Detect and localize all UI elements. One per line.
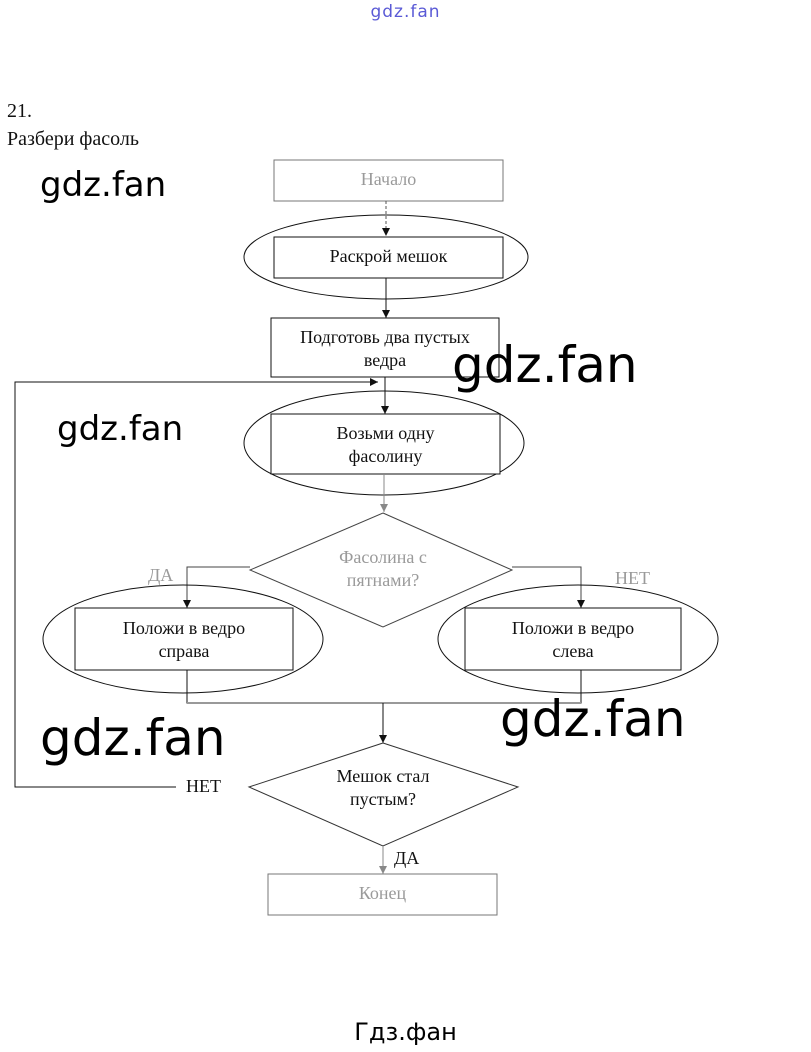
loop-back-line — [14, 381, 378, 788]
put-left-ellipse — [437, 584, 719, 694]
put-right-line1: Положи в ведро — [122, 618, 246, 638]
watermark-1: gdz.fan — [40, 165, 167, 205]
prepare-label-line2: ведра — [363, 350, 407, 370]
put-left-box — [464, 607, 682, 671]
decision-empty-line2: пустым? — [350, 789, 416, 809]
loop-no-label: НЕТ — [186, 776, 221, 796]
watermark-3: gdz.fan — [57, 409, 184, 449]
yes-branch-line — [186, 566, 250, 608]
put-right-ellipse — [42, 584, 324, 694]
end-label: Конец — [358, 883, 407, 903]
yes-label: ДА — [148, 565, 174, 585]
put-right-box — [74, 607, 294, 671]
put-right-line2: справа — [158, 641, 210, 661]
decision-empty-label: Мешок стал пустым? — [300, 765, 466, 811]
end-yes-label: ДА — [394, 848, 420, 868]
decision-spots-diamond — [248, 512, 514, 628]
no-branch-line — [512, 566, 582, 608]
open-bag-box — [273, 236, 504, 279]
decision-spots-label: Фасолина с пятнами? — [300, 546, 466, 592]
decision-spots-line1: Фасолина с — [339, 547, 427, 567]
merge-line-left — [186, 670, 383, 704]
decision-spots-line2: пятнами? — [346, 570, 420, 590]
decision-empty-line1: Мешок стал — [336, 766, 430, 786]
take-bean-box — [270, 413, 501, 475]
start-box — [273, 159, 504, 202]
open-bag-label: Раскрой мешок — [329, 246, 448, 266]
end-box — [267, 873, 498, 916]
top-watermark: gdz.fan — [370, 2, 441, 22]
prepare-label-line1: Подготовь два пустых — [300, 327, 470, 347]
take-bean-label: Возьми одну фасолину — [271, 422, 500, 468]
no-label: НЕТ — [615, 568, 650, 588]
footer-watermark: Гдз.фан — [354, 1018, 457, 1046]
watermark-2: gdz.fan — [452, 336, 638, 394]
put-left-line1: Положи в ведро — [511, 618, 635, 638]
put-right-label: Положи в ведро справа — [75, 617, 293, 663]
take-bean-label-line1: Возьми одну — [336, 423, 435, 443]
prepare-label: Подготовь два пустых ведра — [271, 326, 499, 372]
put-left-line2: слева — [552, 641, 594, 661]
watermark-4: gdz.fan — [500, 690, 686, 748]
task-title: Разбери фасоль — [7, 128, 139, 150]
start-label: Начало — [360, 169, 417, 189]
put-left-label: Положи в ведро слева — [465, 617, 681, 663]
task-number: 21. — [7, 100, 32, 122]
take-bean-label-line2: фасолину — [348, 446, 423, 466]
watermark-5: gdz.fan — [40, 709, 226, 767]
